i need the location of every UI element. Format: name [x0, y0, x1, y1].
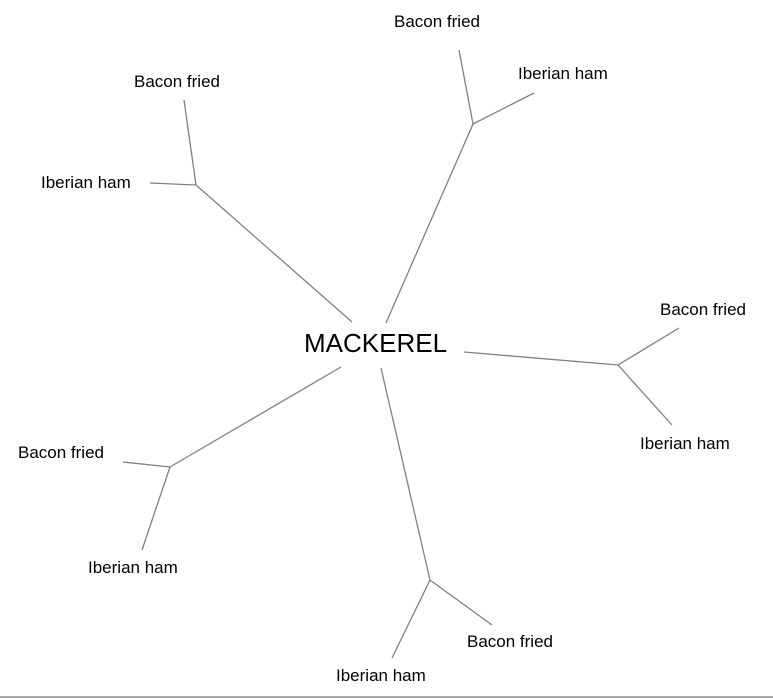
node-bacon-fried[interactable]: Bacon fried: [134, 72, 220, 91]
connector: [391, 579, 431, 659]
node-bacon-fried[interactable]: Bacon fried: [394, 12, 480, 31]
connector: [149, 182, 197, 186]
connector: [169, 366, 342, 468]
central-node[interactable]: MACKEREL: [304, 328, 447, 358]
node-iberian-ham[interactable]: Iberian ham: [41, 173, 131, 192]
connector: [617, 364, 673, 426]
bottom-divider: [0, 696, 773, 698]
node-iberian-ham[interactable]: Iberian ham: [336, 666, 426, 685]
connector: [385, 123, 474, 324]
node-bacon-fried[interactable]: Bacon fried: [467, 632, 553, 651]
node-iberian-ham[interactable]: Iberian ham: [518, 64, 608, 83]
branch-lower-left: Bacon fried Iberian ham: [18, 366, 342, 577]
connector: [380, 367, 431, 581]
connector: [617, 327, 680, 366]
connector: [429, 579, 493, 626]
node-iberian-ham[interactable]: Iberian ham: [88, 558, 178, 577]
connector: [183, 99, 197, 186]
branch-right: Bacon fried Iberian ham: [463, 300, 746, 453]
connector: [463, 351, 619, 366]
branch-upper-left: Bacon fried Iberian ham: [41, 72, 353, 323]
node-bacon-fried[interactable]: Bacon fried: [660, 300, 746, 319]
node-iberian-ham[interactable]: Iberian ham: [640, 434, 730, 453]
connector: [458, 49, 474, 125]
branch-lower: Bacon fried Iberian ham: [336, 367, 553, 685]
connector: [472, 92, 535, 125]
node-bacon-fried[interactable]: Bacon fried: [18, 443, 104, 462]
connector: [141, 466, 171, 551]
branch-upper: Bacon fried Iberian ham: [385, 12, 608, 324]
connector: [122, 461, 171, 468]
connector: [195, 184, 353, 323]
